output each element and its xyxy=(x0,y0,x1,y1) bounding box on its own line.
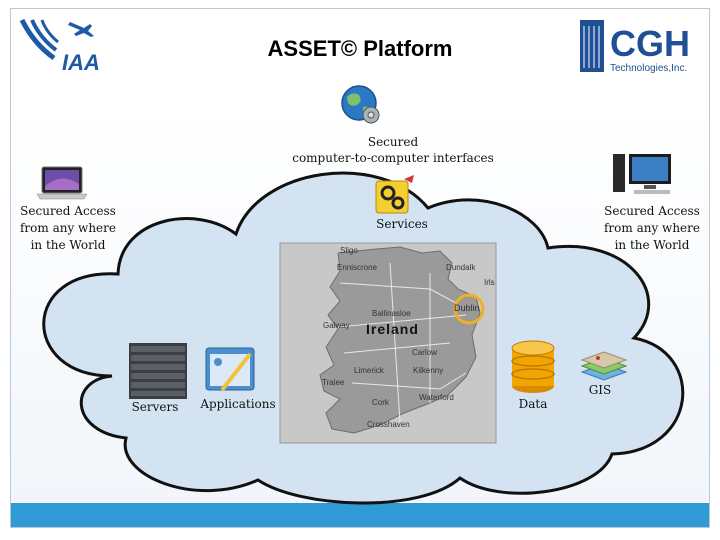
right-label-line-1: Secured Access xyxy=(604,204,700,218)
map-label-dundalk: Dundalk xyxy=(446,263,476,272)
applications-icon xyxy=(205,347,255,392)
left-label-line-1: Secured Access xyxy=(20,204,116,218)
data-label: Data xyxy=(518,397,548,411)
laptop-icon xyxy=(36,166,88,200)
gis-label: GIS xyxy=(588,383,612,397)
map-label-sligo: Sligo xyxy=(340,246,358,255)
right-label-line-2: from any where xyxy=(603,221,700,235)
map-label-dublin: Dublin xyxy=(454,303,480,313)
map-label-cork: Cork xyxy=(372,398,389,407)
map-label-enniscrone: Enniscrone xyxy=(337,263,378,272)
ireland-map xyxy=(279,242,497,444)
services-label: Services xyxy=(376,217,428,231)
globe-network-icon xyxy=(341,85,380,124)
iaa-logo-text: IAA xyxy=(62,50,100,75)
database-icon xyxy=(511,340,555,393)
cgh-logo-subtext: Technologies,Inc. xyxy=(610,63,687,74)
map-label-ballinasloe: Ballinasloe xyxy=(372,309,411,318)
servers-icon xyxy=(129,343,187,399)
top-label-line-2: computer-to-computer interfaces xyxy=(292,151,494,165)
page-title: ASSET© Platform xyxy=(267,36,453,61)
cgh-logo: CGH Technologies,Inc. xyxy=(580,20,690,74)
map-label-tralee: Tralee xyxy=(322,378,345,387)
desktop-computer-icon xyxy=(613,154,671,194)
map-label-crosshaven: Crosshaven xyxy=(367,420,410,429)
map-label-carlow: Carlow xyxy=(412,348,437,357)
servers-label: Servers xyxy=(131,400,179,414)
gis-layers-icon xyxy=(580,351,628,381)
footer-bar xyxy=(11,503,709,527)
map-label-kilkenny: Kilkenny xyxy=(413,366,444,375)
applications-label: Applications xyxy=(200,397,276,411)
map-label-limerick: Limerick xyxy=(354,366,384,375)
map-label-waterford: Waterford xyxy=(419,393,454,402)
top-label-line-1: Secured xyxy=(367,135,419,149)
services-gear-icon xyxy=(375,175,414,214)
map-label-galway: Galway xyxy=(323,321,350,330)
cgh-logo-text: CGH xyxy=(610,23,690,64)
map-country-label: Ireland xyxy=(366,321,419,337)
left-label-line-3: in the World xyxy=(30,238,106,252)
map-label-irls: Irls xyxy=(484,278,495,287)
slide-frame xyxy=(10,8,710,528)
iaa-logo: IAA xyxy=(19,18,100,75)
right-label-line-3: in the World xyxy=(614,238,690,252)
left-label-line-2: from any where xyxy=(19,221,116,235)
plane-icon xyxy=(68,22,94,37)
